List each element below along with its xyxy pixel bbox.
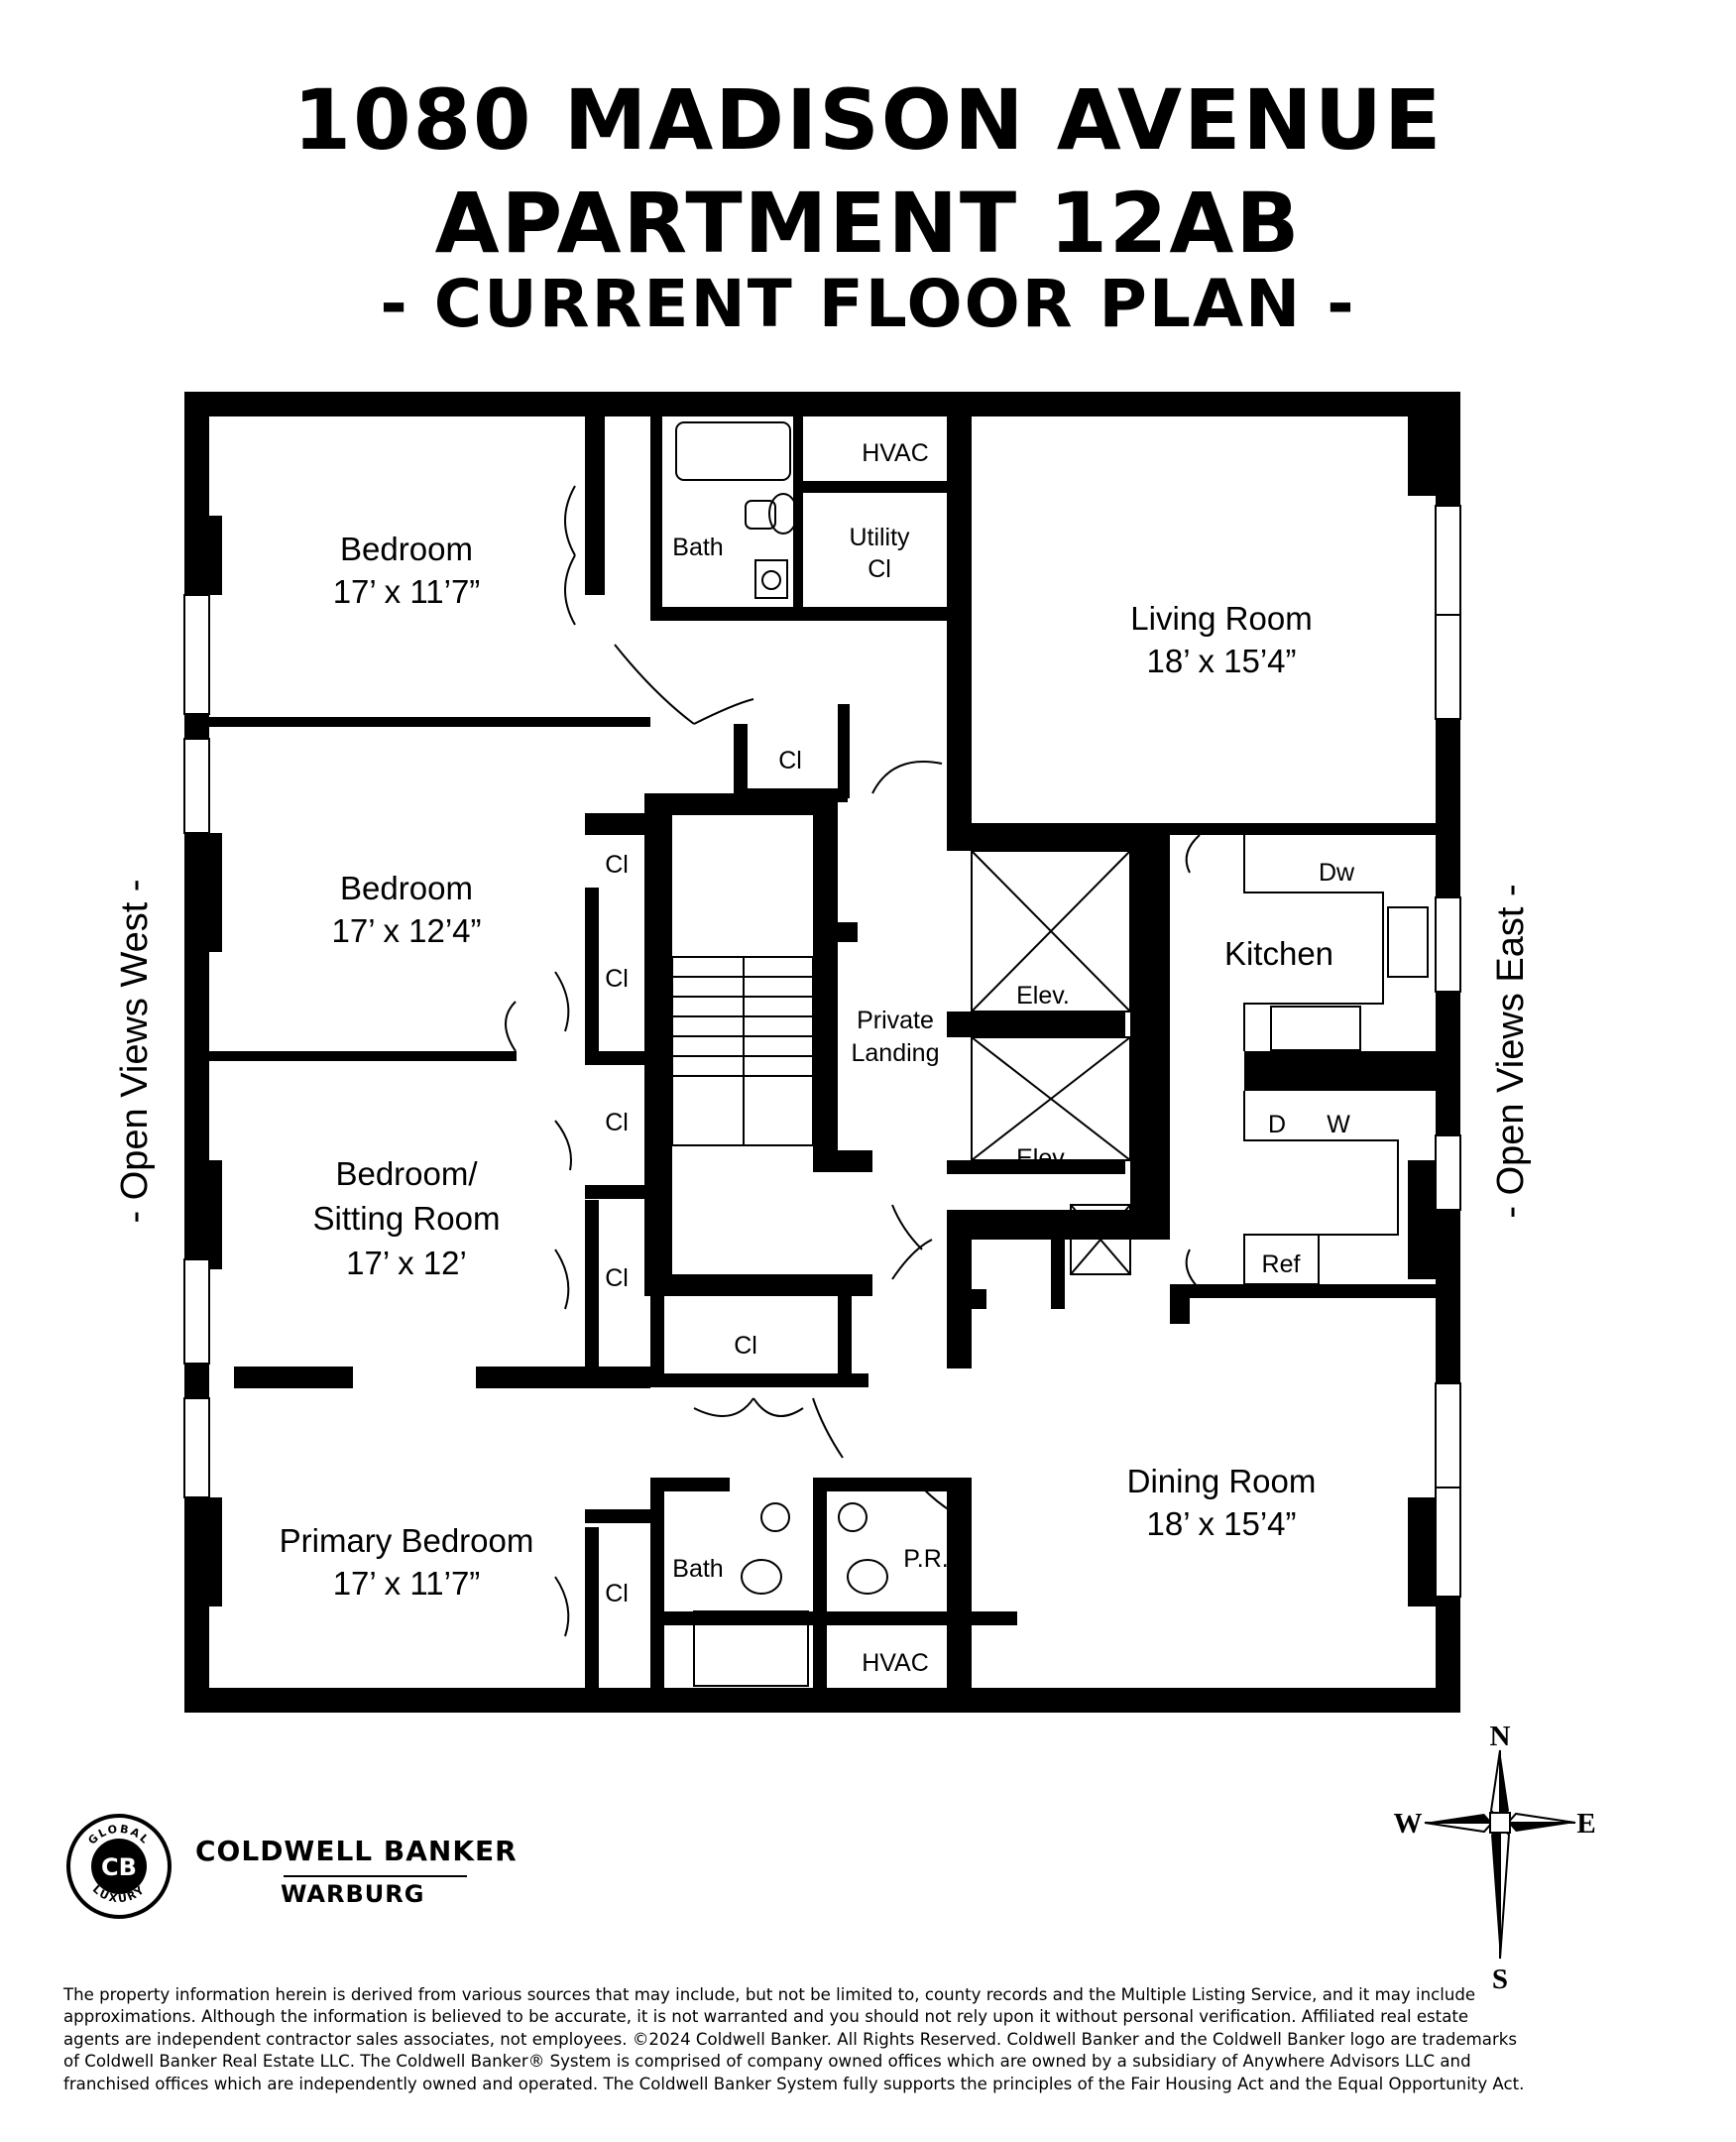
washer-label: W [1327, 1111, 1350, 1138]
dishwasher-label: Dw [1319, 859, 1355, 887]
primary-bedroom-size: 17’ x 11’7” [333, 1565, 481, 1602]
compass-n: N [1490, 1721, 1511, 1752]
landing-line1: Private [857, 1007, 934, 1034]
bedroom2-name: Bedroom [340, 870, 473, 906]
dining-room-name: Dining Room [1127, 1463, 1317, 1499]
brand-name: COLDWELL BANKER [195, 1835, 518, 1867]
bath-top-label: Bath [672, 534, 723, 561]
bedroom3-name-2: Sitting Room [313, 1200, 501, 1237]
closet-2: Cl [605, 965, 629, 993]
views-east-label: - Open Views East - [1490, 884, 1532, 1218]
closet-6: Cl [605, 1580, 629, 1607]
disclaimer-line: The property information herein is deriv… [63, 1985, 1476, 2004]
apartment-title: APARTMENT 12AB [434, 175, 1302, 272]
fixtures [505, 421, 1429, 1687]
compass-w: W [1394, 1808, 1423, 1840]
views-west-label: - Open Views West - [114, 879, 156, 1223]
windows [183, 505, 1461, 1598]
walls [184, 392, 1460, 1713]
compass-e: E [1576, 1808, 1595, 1840]
primary-bedroom-name: Primary Bedroom [280, 1522, 534, 1559]
room-labels: Bedroom 17’ x 11’7” Bedroom 17’ x 12’4” … [280, 531, 1333, 1602]
cb-seal-icon: GLOBAL LUXURY CB [66, 1814, 172, 1919]
brand-logo: GLOBAL LUXURY CB COLDWELL BANKER WARBURG [65, 1813, 581, 1932]
brand-office: WARBURG [281, 1880, 425, 1908]
bedroom3-name-1: Bedroom/ [335, 1155, 478, 1192]
bedroom1-size: 17’ x 11’7” [333, 573, 481, 610]
closet-1: Cl [605, 851, 629, 879]
landing-line2: Landing [852, 1039, 940, 1067]
bedroom3-size: 17’ x 12’ [346, 1245, 467, 1281]
utility-line1: Utility [849, 524, 910, 551]
hvac-top-label: HVAC [862, 439, 929, 467]
powder-room-label: P.R. [903, 1545, 948, 1573]
closet-5: Cl [734, 1332, 757, 1360]
disclaimer-line: approximations. Although the information… [63, 2007, 1469, 2027]
bedroom2-size: 17’ x 12’4” [331, 912, 481, 949]
living-room-size: 18’ x 15’4” [1146, 643, 1296, 679]
hvac-bottom-label: HVAC [862, 1649, 929, 1677]
utility-line2: Cl [868, 555, 891, 583]
plan-subtitle: - CURRENT FLOOR PLAN - [380, 266, 1356, 342]
compass-s: S [1492, 1964, 1508, 1995]
dryer-label: D [1268, 1111, 1286, 1138]
address-title: 1080 MADISON AVENUE [292, 71, 1444, 169]
disclaimer-line: agents are independent contractor sales … [63, 2029, 1518, 2049]
bedroom1-name: Bedroom [340, 531, 473, 567]
fixture-labels: Bath HVAC Utility Cl Cl Cl Cl Cl Cl Cl C… [605, 439, 1355, 1677]
living-room-name: Living Room [1130, 600, 1312, 637]
disclaimer-line: franchised offices which are independent… [63, 2074, 1525, 2093]
brand-divider [284, 1875, 467, 1877]
closet-landing: Cl [778, 747, 802, 774]
seal-center-text: CB [101, 1853, 137, 1881]
elevator-1-label: Elev. [1016, 982, 1070, 1010]
dining-room-size: 18’ x 15’4” [1146, 1505, 1296, 1542]
compass-rose: N S E W [1394, 1721, 1596, 1995]
legal-disclaimer: The property information herein is deriv… [63, 1984, 1679, 2095]
closet-4: Cl [605, 1264, 629, 1292]
kitchen-name: Kitchen [1224, 935, 1333, 972]
refrigerator-label: Ref [1262, 1250, 1301, 1278]
closet-3: Cl [605, 1109, 629, 1136]
elevator-2-label: Elev. [1016, 1144, 1070, 1172]
bath-bottom-label: Bath [672, 1555, 723, 1583]
disclaimer-line: of Coldwell Banker Real Estate LLC. The … [63, 2052, 1471, 2072]
